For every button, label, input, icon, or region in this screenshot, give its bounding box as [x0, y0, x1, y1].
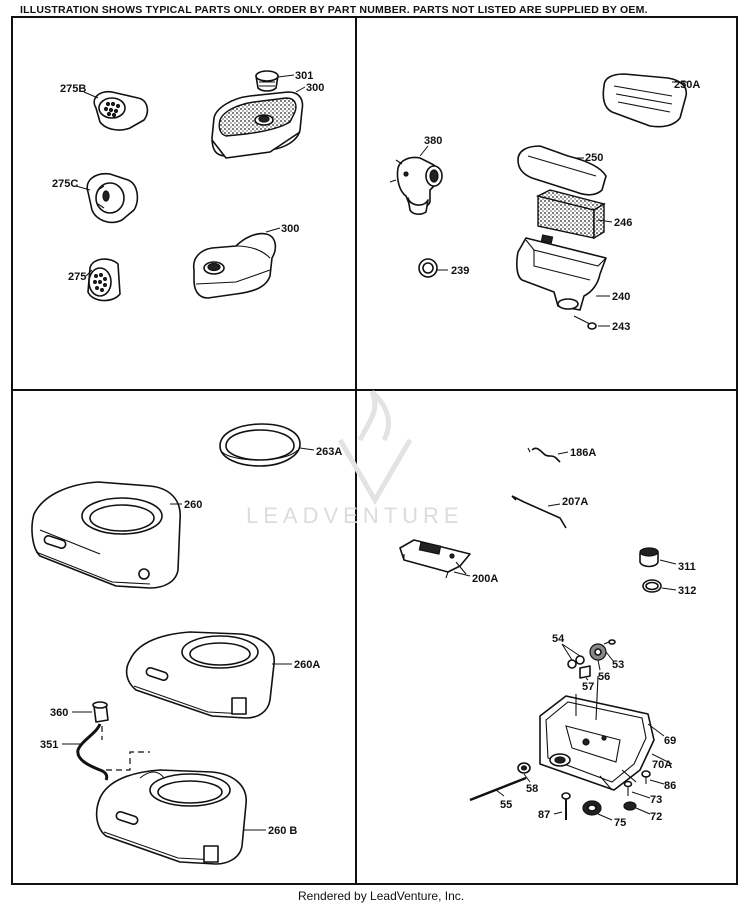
- blower-housing-260a-part[interactable]: [125, 631, 275, 719]
- callout-260: 260: [184, 499, 202, 511]
- callout-239: 239: [451, 265, 469, 277]
- callout-69: 69: [664, 735, 676, 747]
- oil-plug-311-part[interactable]: [639, 547, 659, 568]
- nut-72-part[interactable]: [623, 801, 637, 811]
- footer-credit: Rendered by LeadVenture, Inc.: [298, 889, 464, 903]
- callout-56: 56: [598, 671, 610, 683]
- muffler-275c-part[interactable]: [86, 172, 139, 224]
- bolt-86-part[interactable]: [641, 770, 651, 784]
- foam-element-246-part[interactable]: [535, 189, 606, 240]
- spring-186a-part[interactable]: [527, 447, 561, 463]
- callout-360: 360: [50, 707, 68, 719]
- callout-54: 54: [552, 633, 565, 645]
- control-bracket-200a-part[interactable]: [399, 539, 471, 579]
- callout-57: 57: [582, 681, 594, 693]
- bolt-87-part[interactable]: [561, 792, 571, 820]
- blower-housing-260b-part[interactable]: [95, 769, 247, 865]
- callout-246: 246: [614, 217, 632, 229]
- header-notice: ILLUSTRATION SHOWS TYPICAL PARTS ONLY. O…: [20, 4, 648, 16]
- muffler-275b-part[interactable]: [93, 90, 149, 131]
- callout-275b: 275B: [60, 83, 86, 95]
- callout-58: 58: [526, 783, 538, 795]
- seal-58-part[interactable]: [517, 762, 531, 774]
- callout-207a: 207A: [562, 496, 588, 508]
- callout-275c: 275C: [52, 178, 78, 190]
- callout-73: 73: [650, 794, 662, 806]
- governor-gear-56-part[interactable]: [589, 643, 607, 661]
- callout-186a: 186A: [570, 447, 596, 459]
- bolt-73-part[interactable]: [623, 780, 633, 797]
- callout-260a: 260A: [294, 659, 320, 671]
- spool-57-part[interactable]: [579, 665, 591, 679]
- callout-250a: 250A: [674, 79, 700, 91]
- quadrant-carb-aircleaner: 250A 380 250 246 239 240 243: [389, 73, 700, 333]
- fuel-tank-300-lower-part[interactable]: [192, 232, 277, 299]
- screw-243-part[interactable]: [573, 315, 597, 330]
- callout-301: 301: [295, 70, 313, 82]
- flame-v-logo-icon: [337, 390, 413, 505]
- callout-75: 75: [614, 817, 626, 829]
- rotating-screen-263a-part[interactable]: [219, 423, 301, 467]
- oil-seal-75-part[interactable]: [582, 800, 602, 816]
- blower-housing-260-part[interactable]: [31, 481, 181, 589]
- quadrant-linkage-sump: 186A 207A 200A 311 312 54 53 56 57 69 70…: [399, 447, 696, 829]
- tube-351-part[interactable]: [76, 723, 109, 781]
- fuel-cap-301-part[interactable]: [255, 70, 279, 92]
- governor-gear-54-part[interactable]: [567, 655, 585, 669]
- air-cleaner-cover-250-part[interactable]: [517, 145, 607, 196]
- fuel-tank-300-upper-part[interactable]: [211, 91, 304, 159]
- callout-243: 243: [612, 321, 630, 333]
- quadrant-blower-housing: 263A 260 260A 360 351 260 B: [31, 423, 342, 865]
- callout-263a: 263A: [316, 446, 342, 458]
- callout-86: 86: [664, 780, 676, 792]
- callout-72: 72: [650, 811, 662, 823]
- callout-300: 300: [306, 82, 324, 94]
- callout-240: 240: [612, 291, 630, 303]
- o-ring-312-part[interactable]: [642, 579, 662, 593]
- callout-53: 53: [612, 659, 624, 671]
- callout-260b: 260 B: [268, 825, 297, 837]
- shaft-53-part[interactable]: [603, 639, 616, 645]
- callout-351: 351: [40, 739, 58, 751]
- callout-300-lower: 300: [281, 223, 299, 235]
- quadrant-fuel-muffler: 301 300 275B 275C 300 275: [52, 70, 324, 302]
- callout-380: 380: [424, 135, 442, 147]
- carburetor-380-part[interactable]: [389, 156, 443, 215]
- callout-250: 250: [585, 152, 603, 164]
- air-cleaner-base-240-part[interactable]: [516, 234, 607, 311]
- fitting-360-part[interactable]: [92, 701, 109, 723]
- watermark-text: LEADVENTURE: [246, 503, 464, 528]
- gasket-239-part[interactable]: [418, 258, 438, 278]
- crankcase-cover-70a-part[interactable]: [539, 675, 655, 791]
- muffler-275-part[interactable]: [87, 258, 121, 302]
- governor-link-207a-part[interactable]: [511, 495, 567, 529]
- callout-87: 87: [538, 809, 550, 821]
- callout-312: 312: [678, 585, 696, 597]
- watermark: LEADVENTURE: [246, 390, 464, 528]
- callout-200a: 200A: [472, 573, 498, 585]
- callout-275: 275: [68, 271, 86, 283]
- shaft-55-part[interactable]: [469, 776, 527, 802]
- callout-55: 55: [500, 799, 512, 811]
- callout-311: 311: [678, 561, 696, 573]
- air-cleaner-cover-250a-part[interactable]: [602, 73, 688, 128]
- callout-70a: 70A: [652, 759, 672, 771]
- diagram-frame: [11, 16, 738, 885]
